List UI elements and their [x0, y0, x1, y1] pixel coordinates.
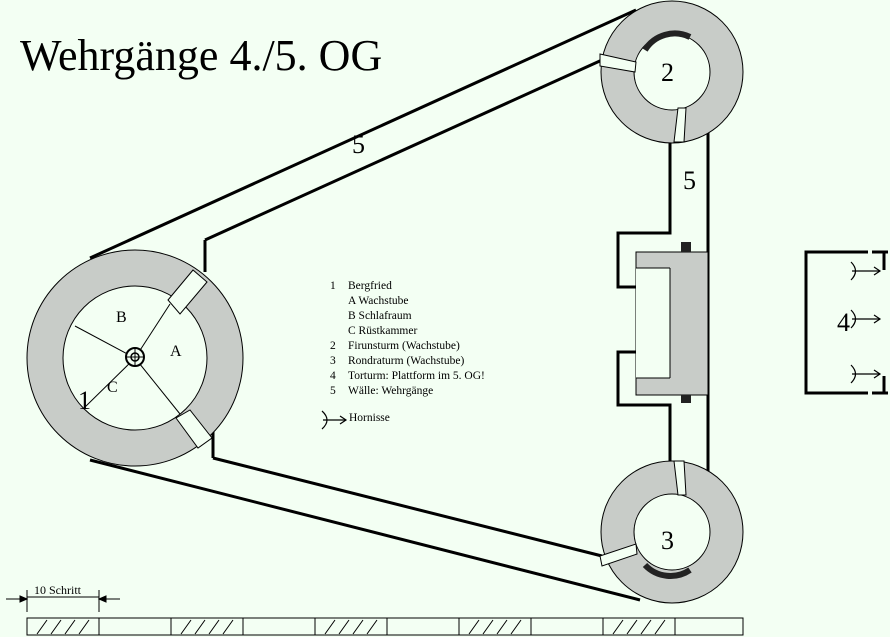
gate-post-bottom [681, 395, 691, 403]
tower-2 [599, 0, 744, 144]
gate-post-top [681, 242, 691, 252]
inner-wall-bottom [212, 456, 603, 558]
hornet-symbol-1 [850, 261, 882, 281]
label-wall-right: 5 [683, 166, 696, 195]
gate-passage-gap [636, 268, 670, 378]
label-tower-1: 1 [78, 386, 91, 415]
legend-item: A Wachstube [348, 295, 409, 307]
legend-item: C Rüstkammer [348, 325, 418, 337]
legend-item: B Schlafraum [348, 310, 412, 322]
scale-label: 10 Schritt [34, 583, 81, 597]
inner-wall-right-upper [616, 142, 672, 289]
hornet-symbol-3 [850, 364, 882, 384]
label-tower-2: 2 [661, 58, 674, 87]
label-wall-top: 5 [352, 130, 365, 159]
scale-bar [6, 590, 744, 636]
legend-hornet-symbol [321, 410, 348, 430]
label-tower-4: 4 [837, 308, 850, 337]
inner-wall-top [204, 58, 603, 242]
tower-1 [26, 249, 244, 467]
label-tower-3: 3 [661, 526, 674, 555]
legend-hornet-label: Hornisse [349, 412, 390, 424]
label-room-c: C [107, 379, 118, 396]
plan-title: Wehrgänge 4./5. OG [20, 31, 383, 80]
label-room-b: B [116, 309, 127, 326]
label-room-a: A [170, 343, 182, 360]
hornet-symbols [321, 261, 882, 430]
tower-3 [599, 460, 744, 604]
outer-wall-bottom [89, 458, 641, 602]
inner-wall-right-lower [616, 350, 672, 472]
walls [89, 8, 710, 602]
hornet-symbol-2 [850, 309, 882, 329]
tower-4-outline [804, 250, 888, 395]
outer-wall-top [89, 8, 637, 260]
